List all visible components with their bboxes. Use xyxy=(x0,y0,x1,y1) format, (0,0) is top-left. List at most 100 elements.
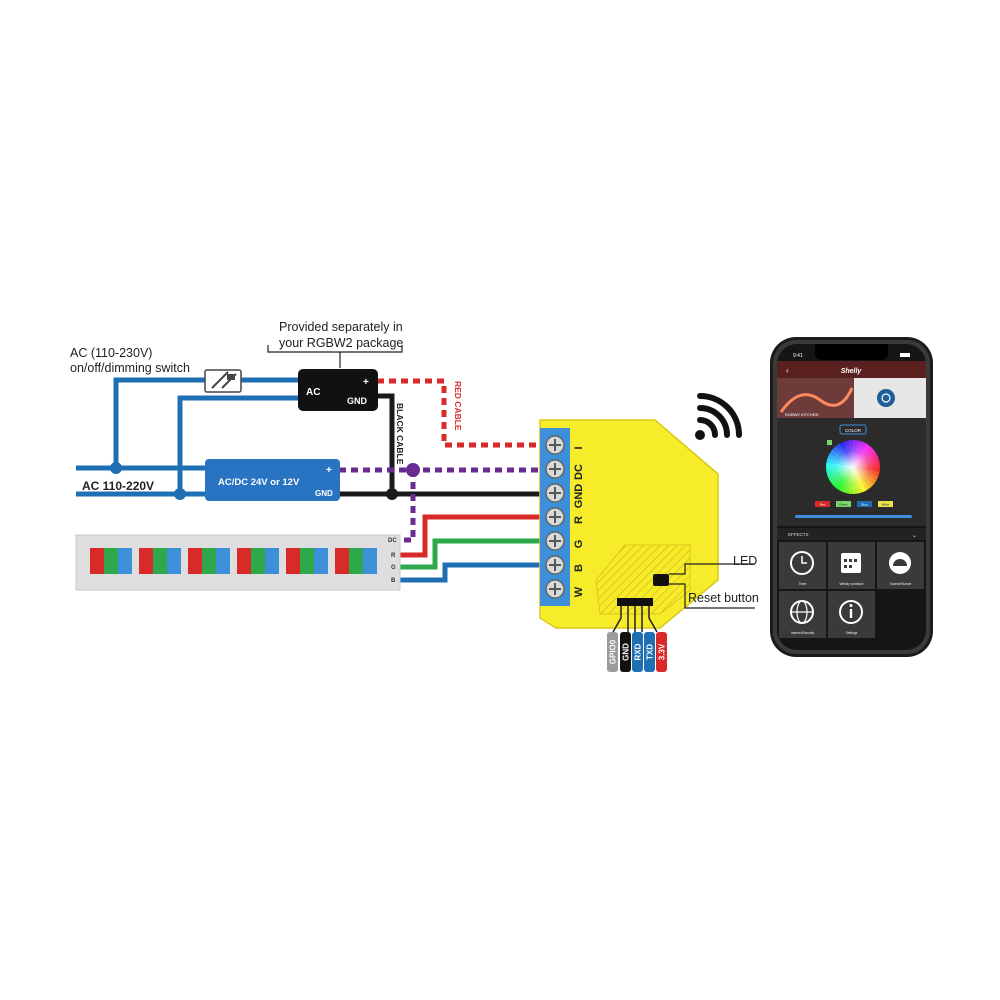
info-icon xyxy=(839,600,863,624)
terminal-label-w: W xyxy=(573,586,585,597)
gpio-tag-rxd xyxy=(632,632,643,672)
strip-pin-dc: DC xyxy=(388,538,397,544)
color-mode-label: COLOR xyxy=(845,428,862,433)
ac-switch-label-line2: on/off/dimming switch xyxy=(70,361,190,375)
led-segment xyxy=(286,548,328,574)
color-swatch xyxy=(827,440,832,445)
chip-red-label: Red xyxy=(820,503,826,507)
chip-green-label: Green xyxy=(839,503,848,507)
chip-blue[interactable] xyxy=(857,501,872,507)
led-segment xyxy=(139,548,181,574)
color-wheel-center xyxy=(826,440,880,494)
gpio-label-txd: TXD xyxy=(646,644,655,660)
led-strip: DC R G B xyxy=(75,534,401,591)
provided-label-line2: your RGBW2 package xyxy=(279,336,403,350)
gpio-tag-gpio0 xyxy=(607,632,618,672)
ac-junction-dot xyxy=(110,462,122,474)
color-mode-button[interactable] xyxy=(839,424,867,435)
adapter-plus-label: + xyxy=(363,377,369,388)
tile-settings[interactable] xyxy=(828,591,875,638)
terminal-label-b: B xyxy=(573,564,585,572)
gpio-tag-txd xyxy=(644,632,655,672)
ac-mains-label: AC 110-220V xyxy=(82,479,154,493)
gpio-label-rxd: RXD xyxy=(634,643,643,660)
gpio-label-gnd: GND xyxy=(622,643,631,661)
terminal-screw xyxy=(545,555,565,575)
terminal-screw xyxy=(545,459,565,479)
adapter-ac-label: AC xyxy=(306,387,320,398)
gpio-header xyxy=(617,598,653,606)
terminal-label-gnd: GND xyxy=(573,484,585,509)
red-channel-wire xyxy=(398,514,545,558)
tile-timer[interactable] xyxy=(779,542,826,589)
chip-green[interactable] xyxy=(836,501,851,507)
black-wiring xyxy=(339,393,545,497)
reset-button-label: Reset button xyxy=(688,591,759,605)
psu-label: AC/DC 24V or 12V xyxy=(218,477,300,488)
adapter-gnd-label: GND xyxy=(347,396,368,406)
dc-junction-dot xyxy=(406,463,420,477)
effects-label: EFFECTS xyxy=(788,532,809,537)
gpio-tag-3v3 xyxy=(656,632,667,672)
ac-wiring xyxy=(76,377,302,497)
reset-callout-line xyxy=(669,583,755,609)
gnd-junction-dot xyxy=(386,488,398,500)
channel-wiring xyxy=(398,514,545,583)
chip-red[interactable] xyxy=(815,501,830,507)
led-segment xyxy=(90,548,132,574)
tile-label-settings: Settings xyxy=(846,631,858,635)
black-cable-wire xyxy=(377,393,395,494)
power-icon xyxy=(881,393,891,403)
chip-white-label: White xyxy=(882,503,890,507)
tile-label-sunrise: Sunrise/Sunset xyxy=(890,582,912,586)
terminal-label-i: I xyxy=(573,446,585,449)
battery-icon xyxy=(900,353,910,357)
brightness-slider[interactable] xyxy=(795,515,912,518)
chip-white[interactable] xyxy=(878,501,893,507)
terminal-screw xyxy=(545,507,565,527)
ac-neutral-wire xyxy=(177,395,302,494)
black-cable-label: BLACK CABLE xyxy=(395,403,405,465)
chip-blue-label: Blue xyxy=(861,503,867,507)
strip-pin-b: B xyxy=(391,578,396,584)
tile-weekly-schedule[interactable] xyxy=(828,542,875,589)
terminal-label-g: G xyxy=(573,540,585,549)
calendar-icon xyxy=(841,553,861,573)
strip-pin-g: G xyxy=(391,565,396,571)
terminal-screw xyxy=(545,579,565,599)
led-label: LED xyxy=(733,554,757,568)
wifi-icon xyxy=(695,393,742,440)
psu-gnd-label: GND xyxy=(315,489,333,498)
ac-switch-wire-left xyxy=(113,377,207,468)
tile-label-internet: Internet/Security xyxy=(791,631,815,635)
back-icon[interactable]: ‹ xyxy=(786,366,789,375)
clock-icon xyxy=(790,551,814,575)
gpio-pins xyxy=(612,606,658,633)
led-segment xyxy=(237,548,279,574)
dc-wiring xyxy=(339,467,545,543)
red-cable-wire xyxy=(377,378,545,448)
tile-sunrise-sunset[interactable] xyxy=(877,542,924,589)
gpio-label-gpio0: GPIO0 xyxy=(609,639,618,664)
led-segment xyxy=(335,548,377,574)
provided-label-line1: Provided separately in xyxy=(279,320,403,334)
dimming-switch xyxy=(204,369,242,393)
gpio-tag-gnd xyxy=(620,632,631,672)
callout-bracket xyxy=(267,345,403,368)
power-supply xyxy=(205,459,340,501)
smartphone: 9:41 ‹ Shelly RGBW2 KITCHEN COLOR Red Gr… xyxy=(770,337,933,657)
green-channel-wire xyxy=(398,538,545,570)
tile-label-weekly: Weekly schedule xyxy=(839,582,863,586)
reset-button-component xyxy=(653,574,669,586)
tile-internet-security[interactable] xyxy=(779,591,826,638)
dc-strip-wire xyxy=(398,470,416,543)
blue-channel-wire xyxy=(398,562,545,583)
led-segment xyxy=(188,548,230,574)
terminal-screw xyxy=(545,531,565,551)
terminal-label-r: R xyxy=(573,516,585,524)
chevron-down-icon[interactable]: ⌄ xyxy=(912,533,917,539)
tile-label-timer: Timer xyxy=(798,582,807,586)
terminal-label-dc: DC xyxy=(573,464,585,480)
power-button[interactable] xyxy=(877,389,895,407)
